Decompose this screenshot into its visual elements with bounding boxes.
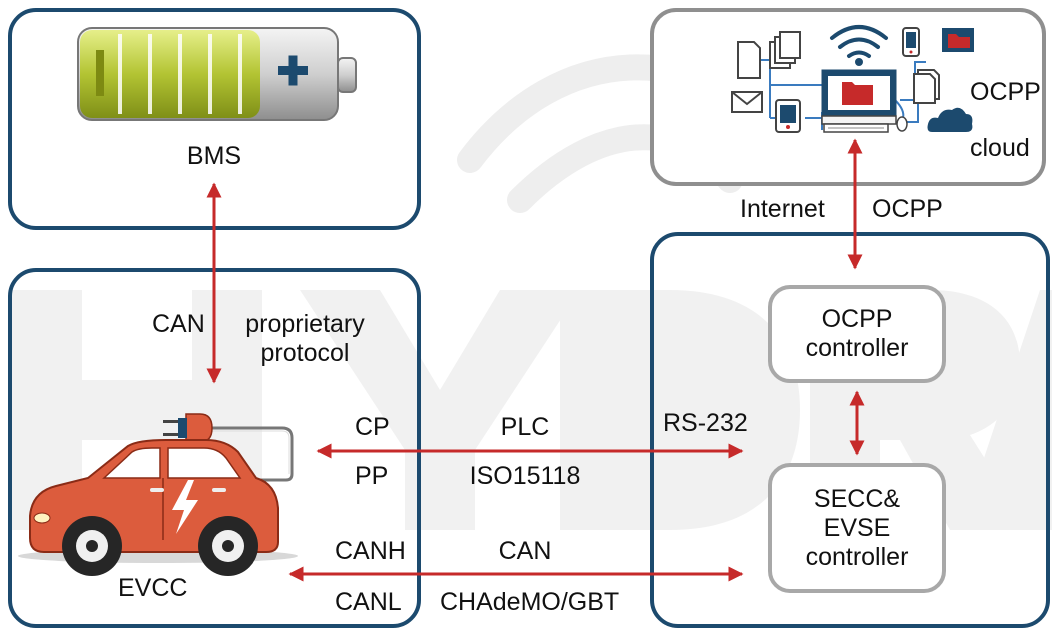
battery-icon <box>77 27 357 121</box>
email-icon <box>731 91 763 113</box>
plc-label: PLC <box>500 413 550 441</box>
phone-icon <box>902 27 920 57</box>
proprietary-protocol-label: proprietary protocol <box>245 310 365 367</box>
rs232-label: RS-232 <box>663 409 748 437</box>
watermark-a-letter <box>960 290 1052 530</box>
ocpp-cloud-label: OCPP <box>970 78 1041 106</box>
tablet-icon <box>775 99 801 133</box>
bms-label: BMS <box>186 142 242 170</box>
secc-evse-controller-box: SECC& EVSE controller <box>768 463 946 593</box>
wifi-icon <box>830 25 888 66</box>
can-proprietary-label: CAN <box>152 310 205 338</box>
cloud-label: cloud <box>970 134 1030 162</box>
canl-label: CANL <box>335 588 402 616</box>
cloud-icon <box>927 107 973 132</box>
computer-icon <box>821 69 908 133</box>
secc-evse-controller-label: SECC& EVSE controller <box>805 484 909 571</box>
folder-icon <box>942 28 974 52</box>
ocpp-controller-box: OCPP controller <box>768 285 946 383</box>
iso15118-label: ISO15118 <box>469 462 581 490</box>
document-icon <box>737 31 940 104</box>
can-link-label: CAN <box>498 537 552 565</box>
internet-label: Internet <box>740 195 825 223</box>
cp-label: CP <box>355 413 390 441</box>
watermark-y-letter <box>300 290 580 530</box>
pp-label: PP <box>355 462 389 490</box>
chademo-gbt-label: CHAdeMO/GBT <box>440 588 620 616</box>
canh-label: CANH <box>335 537 406 565</box>
watermark-d-letter <box>560 290 800 530</box>
electric-car-icon <box>18 413 298 576</box>
ocpp-link-label: OCPP <box>872 195 943 223</box>
plug-icon <box>163 413 213 443</box>
network-icons <box>731 25 974 133</box>
ocpp-controller-label: OCPP controller <box>805 305 909 362</box>
evcc-label: EVCC <box>118 574 188 602</box>
